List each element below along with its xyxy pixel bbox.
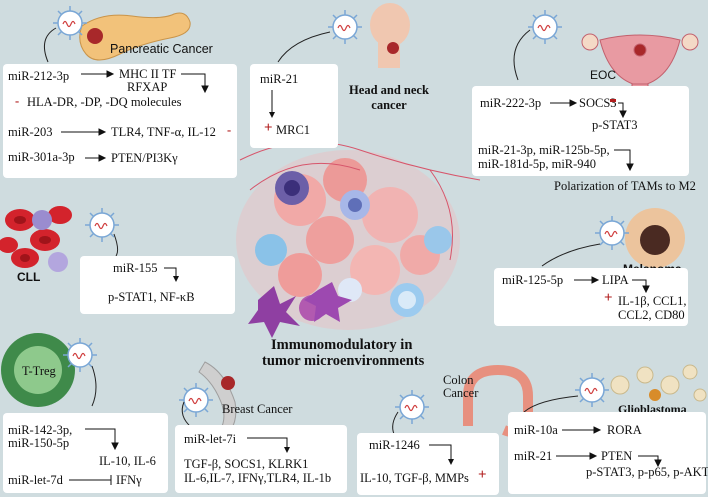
colon-arrow	[429, 444, 454, 465]
mir-150-5p: miR-150-5p	[8, 436, 70, 450]
exosome-icon	[594, 215, 630, 251]
exosome-icon	[327, 9, 363, 45]
mir-155: miR-155	[113, 261, 158, 275]
tlr4-tnf-il12: TLR4, TNF-α, IL-12	[111, 125, 216, 139]
mir-1246: miR-1246	[369, 438, 420, 452]
mir-222-3p: miR-222-3p	[480, 96, 542, 110]
mir-125-5p: miR-125-5p	[502, 273, 564, 287]
pten-glio: PTEN	[601, 449, 633, 463]
breast-targets-line-2: IL-6,IL-7, IFNγ,TLR4, IL-1b	[184, 471, 332, 485]
glio-targets: p-STAT3, p-p65, p-AKT	[586, 465, 708, 479]
center-title-line-1: Immunomodulatory in	[271, 337, 413, 353]
mirs-line-1: miR-21-3p, miR-125b-5p,	[478, 143, 610, 157]
p-stat3-eoc: p-STAT3	[592, 118, 638, 132]
cll-label: CLL	[17, 270, 41, 284]
mir-let-7d: miR-let-7d	[8, 473, 63, 487]
mhc-ii-tf: MHC II TF	[119, 67, 177, 81]
socs3: SOCS3	[579, 96, 617, 110]
glioblastoma-arrows	[556, 426, 662, 468]
mir-212-3p: miR-212-3p	[8, 69, 70, 83]
exosome-icon	[178, 382, 214, 418]
lipa: LIPA	[602, 273, 629, 287]
breast-cancer-panel: miR-let-7i TGF-β, SOCS1, KLRK1 IL-6,IL-7…	[175, 425, 347, 493]
cll-arrow	[164, 267, 179, 282]
rora: RORA	[607, 423, 642, 437]
il1b-ccl1: IL-1β, CCL1,	[618, 294, 687, 308]
mrc1: MRC1	[276, 123, 311, 137]
treg-panel: miR-142-3p, miR-150-5p IL-10, IL-6 miR-l…	[3, 413, 168, 493]
colon-label-line-1: Colon	[443, 373, 474, 387]
eoc-arrows	[550, 99, 634, 172]
hla-minus-sign: -	[15, 94, 20, 108]
tlr4-minus-sign: -	[227, 123, 232, 137]
head-neck-panel: miR-21 + MRC1	[250, 64, 338, 148]
rfxap: RFXAP	[127, 80, 168, 94]
melanoma-arrows	[574, 276, 650, 294]
head-neck-label: Head and neck cancer	[349, 83, 429, 112]
breast-cancer-label: Breast Cancer	[222, 402, 293, 416]
exosome-icon	[84, 207, 120, 243]
eoc-panel: miR-222-3p SOCS3 p-STAT3 miR-21-3p, miR-…	[472, 86, 689, 176]
exosome-icon	[574, 372, 610, 408]
exosome-icon	[394, 389, 430, 425]
mir-let-7i: miR-let-7i	[184, 432, 237, 446]
center-title-line-2: tumor microenvironments	[262, 353, 425, 369]
mir-142-3p: miR-142-3p,	[8, 423, 73, 437]
colon-cancer-panel: miR-1246 IL-10, TGF-β, MMPs +	[357, 433, 499, 495]
treg-label: T-Treg	[22, 364, 56, 378]
pten-pi3k: PTEN/PI3Kγ	[111, 151, 178, 165]
mir-21-headneck: miR-21	[260, 72, 299, 86]
mir-21-glio: miR-21	[514, 449, 553, 463]
exosome-icon	[52, 5, 88, 41]
il1-plus-sign: +	[604, 290, 613, 306]
mir-10a: miR-10a	[514, 423, 558, 437]
colon-targets: IL-10, TGF-β, MMPs	[360, 471, 469, 485]
ccl2-cd80: CCL2, CD80	[618, 308, 685, 322]
breast-targets-line-1: TGF-β, SOCS1, KLRK1	[184, 457, 309, 471]
pancreatic-cancer-label: Pancreatic Cancer	[110, 42, 213, 56]
head-neck-illustration	[370, 3, 410, 68]
glioblastoma-panel: miR-10a RORA miR-21 PTEN p-STAT3, p-p65,…	[508, 412, 708, 494]
blood-cells-illustration	[0, 206, 72, 272]
melanoma-panel: miR-125-5p LIPA + IL-1β, CCL1, CCL2, CD8…	[494, 268, 688, 326]
mrc1-plus-sign: +	[264, 120, 273, 136]
p-stat1-nfkb: p-STAT1, NF-κB	[108, 290, 195, 304]
treg-arrows	[69, 428, 119, 485]
pancreatic-arrows	[61, 70, 209, 162]
colon-plus-sign: +	[478, 467, 487, 483]
eoc-label: EOC	[590, 68, 617, 82]
hla-molecules: HLA-DR, -DP, -DQ molecules	[27, 95, 182, 109]
tumor-microenvironment-illustration	[236, 141, 481, 338]
exosome-icon	[527, 9, 563, 45]
mir-301a-3p: miR-301a-3p	[8, 150, 75, 164]
glioblastoma-tissue-illustration	[610, 364, 707, 402]
ifng: IFNγ	[116, 473, 142, 487]
headneck-arrow	[269, 90, 275, 118]
breast-arrow	[247, 437, 290, 453]
polarization-tams: Polarization of TAMs to M2	[554, 179, 696, 193]
mirs-line-2: miR-181d-5p, miR-940	[478, 157, 597, 171]
colon-label-line-2: Cancer	[443, 386, 479, 400]
mir-203: miR-203	[8, 125, 53, 139]
pancreatic-cancer-panel: miR-212-3p MHC II TF RFXAP - HLA-DR, -DP…	[3, 64, 237, 178]
cll-panel: miR-155 p-STAT1, NF-κB	[80, 256, 235, 314]
il10-il6: IL-10, IL-6	[99, 454, 156, 468]
pancreas-illustration	[79, 12, 191, 61]
